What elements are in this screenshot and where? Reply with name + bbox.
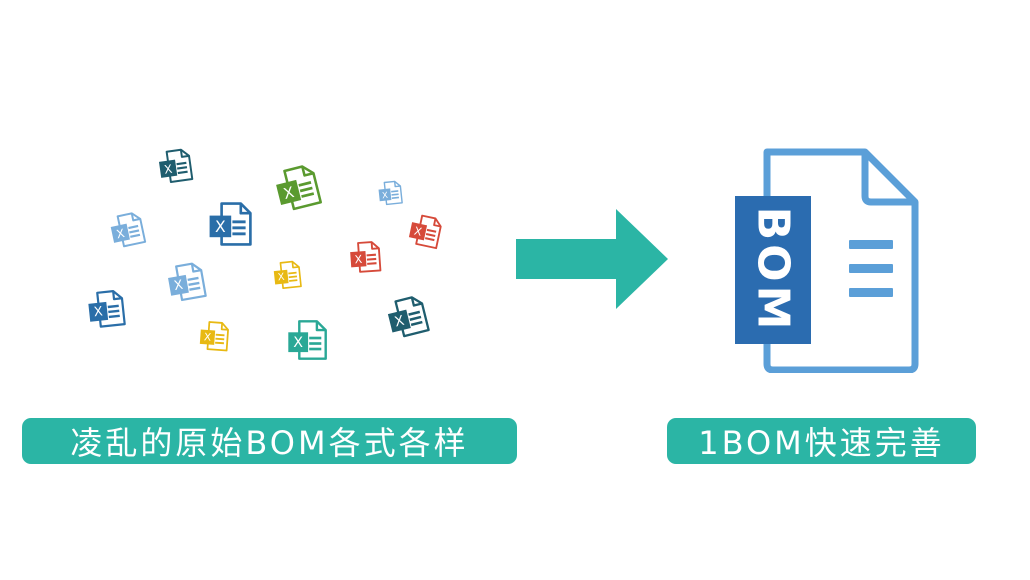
excel-x-letter: X [393, 313, 406, 331]
excel-file-icon: X [273, 260, 302, 290]
bom-tab-label: BOM [748, 207, 799, 334]
excel-file-icon: X [88, 290, 126, 328]
excel-x-letter: X [204, 331, 212, 343]
excel-file-icon: X [158, 148, 194, 184]
right-arrow-icon [516, 209, 668, 309]
excel-x-letter: X [163, 162, 173, 177]
excel-x-letter: X [382, 190, 389, 201]
bom-document-icon: BOM [735, 148, 919, 373]
bom-improved-label: 1BOM快速完善 [667, 418, 976, 464]
excel-x-letter: X [277, 272, 285, 284]
excel-file-icon: X [199, 321, 229, 352]
excel-x-letter: X [173, 278, 184, 294]
excel-x-letter: X [115, 226, 126, 241]
excel-file-icon: X [378, 180, 403, 206]
excel-file-icon: X [288, 320, 327, 360]
excel-x-letter: X [354, 253, 363, 267]
excel-file-icon: X [168, 262, 207, 302]
excel-file-icon: X [209, 202, 252, 246]
excel-file-icon: X [110, 212, 147, 248]
excel-x-letter: X [413, 225, 424, 239]
excel-file-icon: X [350, 241, 382, 273]
excel-x-letter: X [215, 218, 226, 236]
excel-file-icon: X [276, 165, 322, 211]
messy-bom-label: 凌乱的原始BOM各式各样 [22, 418, 517, 464]
excel-x-letter: X [93, 304, 104, 320]
excel-x-letter: X [293, 335, 303, 351]
excel-file-icon: X [408, 214, 442, 250]
excel-file-icon: X [387, 296, 430, 338]
excel-x-letter: X [282, 183, 296, 203]
